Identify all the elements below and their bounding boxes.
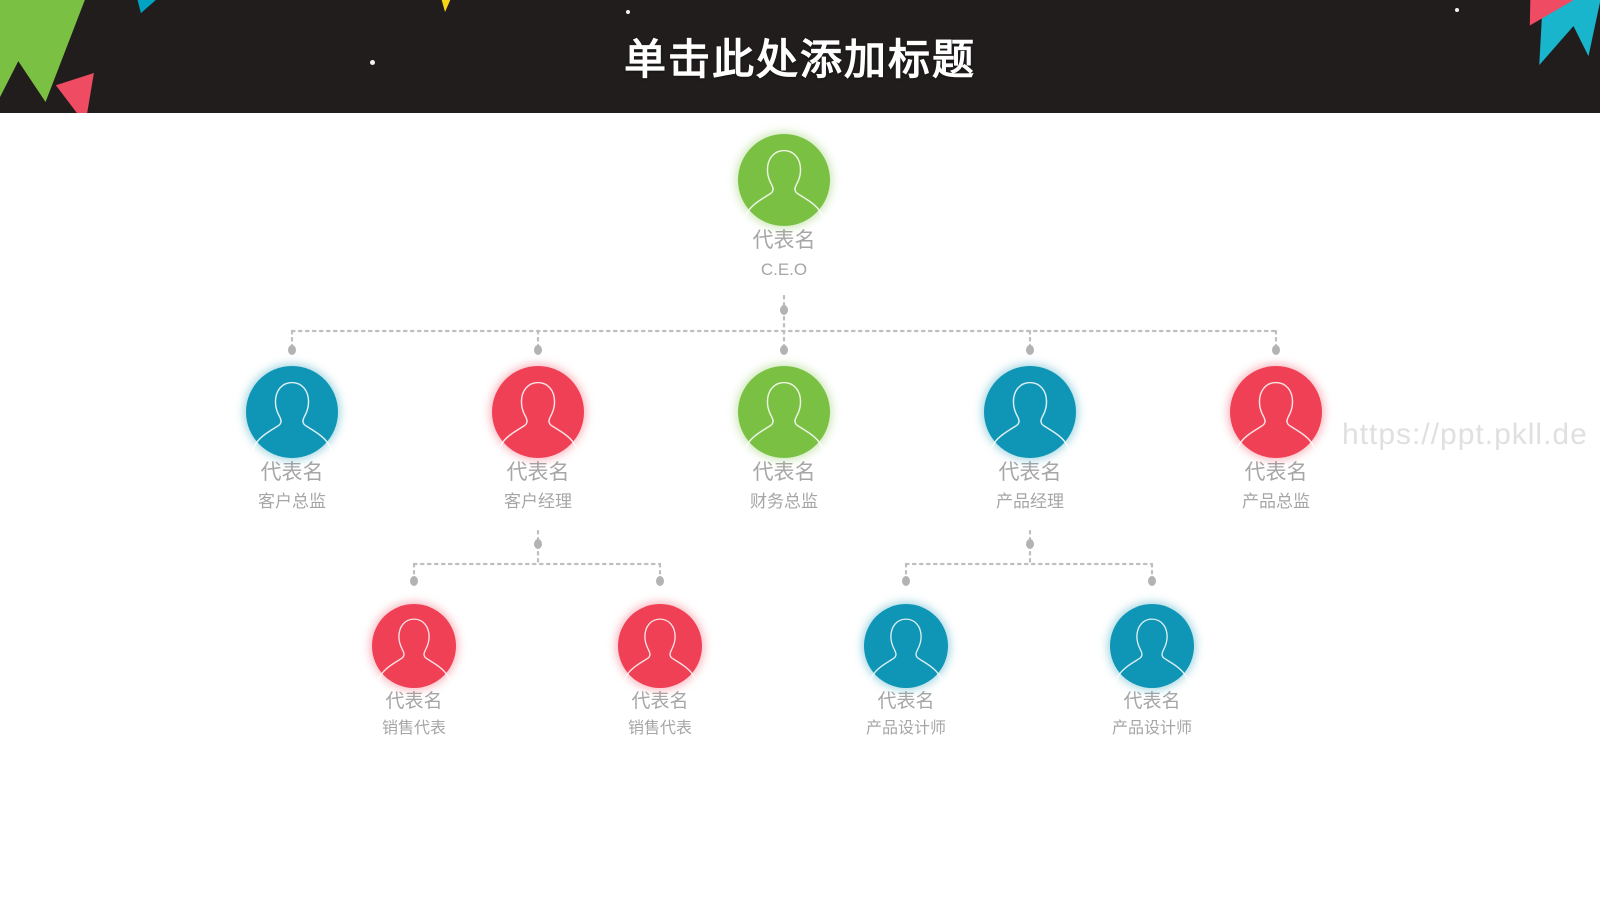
- connector-endpoint-dots: [288, 305, 1280, 586]
- org-node-product-designer-1[interactable]: 代表名产品设计师: [806, 604, 1006, 742]
- org-node-name: 代表名: [385, 691, 443, 712]
- org-node-role: 产品设计师: [1111, 720, 1192, 737]
- person-silhouette-icon: [1233, 381, 1319, 458]
- org-node-role: 销售代表: [627, 720, 692, 737]
- person-silhouette-icon: [249, 381, 335, 458]
- org-node-name: 代表名: [260, 461, 324, 484]
- org-node-role: 财务总监: [750, 492, 818, 511]
- person-silhouette-icon: [987, 381, 1073, 458]
- org-node-product-manager[interactable]: 代表名产品经理: [930, 366, 1130, 515]
- person-silhouette-icon: [1112, 618, 1192, 688]
- avatar[interactable]: [864, 604, 948, 688]
- avatar[interactable]: [984, 366, 1076, 458]
- avatar[interactable]: [1230, 366, 1322, 458]
- org-node-account-director[interactable]: 代表名客户总监: [192, 366, 392, 515]
- decor-dot-1: [370, 60, 375, 65]
- org-node-role: 产品总监: [1242, 492, 1310, 511]
- org-node-role: 客户总监: [258, 492, 326, 511]
- avatar[interactable]: [246, 366, 338, 458]
- watermark: https://ppt.pkll.de: [1342, 418, 1588, 451]
- org-node-name: 代表名: [631, 691, 689, 712]
- org-node-sales-rep-1[interactable]: 代表名销售代表: [314, 604, 514, 742]
- org-node-role: C.E.O: [760, 260, 808, 279]
- org-node-name: 代表名: [752, 461, 816, 484]
- person-silhouette-icon: [741, 149, 827, 226]
- org-node-name: 代表名: [506, 461, 570, 484]
- org-node-ceo[interactable]: 代表名 C.E.O: [684, 134, 884, 283]
- org-node-sales-rep-2[interactable]: 代表名销售代表: [560, 604, 760, 742]
- org-node-name: 代表名: [1123, 691, 1181, 712]
- org-node-finance-director[interactable]: 代表名财务总监: [684, 366, 884, 515]
- avatar[interactable]: [738, 134, 830, 226]
- org-node-role: 产品设计师: [865, 720, 946, 737]
- person-silhouette-icon: [741, 381, 827, 458]
- avatar[interactable]: [1110, 604, 1194, 688]
- org-node-name: 代表名: [877, 691, 935, 712]
- org-node-name: 代表名: [1244, 461, 1308, 484]
- person-silhouette-icon: [374, 618, 454, 688]
- org-node-product-designer-2[interactable]: 代表名产品设计师: [1052, 604, 1252, 742]
- person-silhouette-icon: [620, 618, 700, 688]
- avatar[interactable]: [372, 604, 456, 688]
- org-node-role: 客户经理: [504, 492, 572, 511]
- org-node-role: 销售代表: [381, 720, 446, 737]
- org-node-name: 代表名: [752, 229, 816, 252]
- avatar[interactable]: [492, 366, 584, 458]
- avatar[interactable]: [738, 366, 830, 458]
- slide-header: 单击此处添加标题: [0, 0, 1600, 113]
- person-silhouette-icon: [866, 618, 946, 688]
- org-node-role: 产品经理: [996, 492, 1064, 511]
- decor-dot-2: [626, 10, 630, 14]
- person-silhouette-icon: [495, 381, 581, 458]
- decor-dot-3: [1455, 8, 1459, 12]
- org-node-product-director[interactable]: 代表名产品总监: [1176, 366, 1376, 515]
- org-node-account-manager[interactable]: 代表名客户经理: [438, 366, 638, 515]
- page-title: 单击此处添加标题: [623, 36, 976, 83]
- org-node-name: 代表名: [998, 461, 1062, 484]
- avatar[interactable]: [618, 604, 702, 688]
